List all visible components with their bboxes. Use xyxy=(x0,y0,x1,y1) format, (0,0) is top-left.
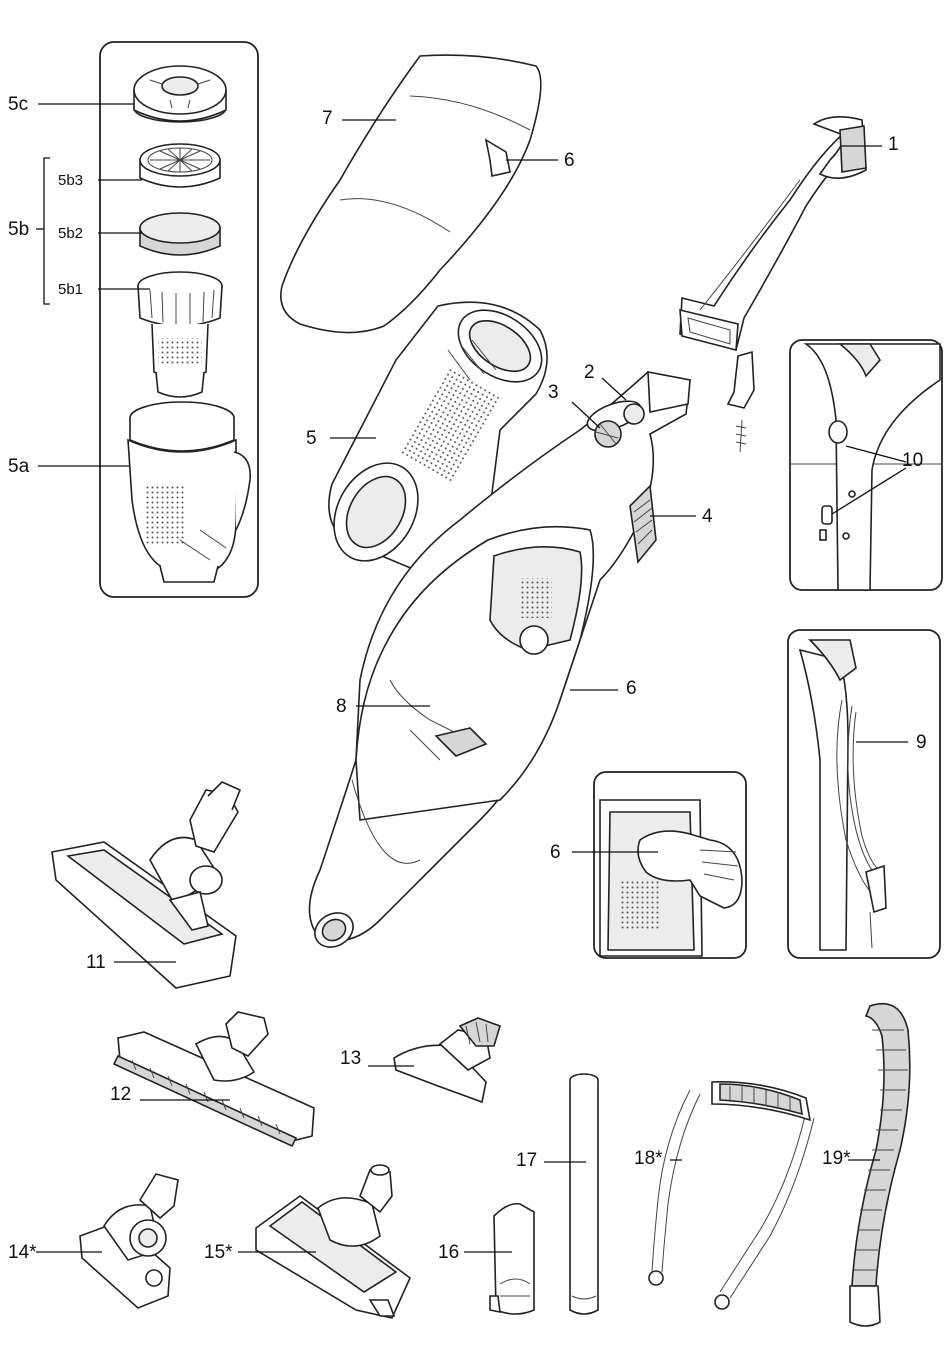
inset-10-screw-holes: 10 xyxy=(790,340,942,590)
part-16-crevice-tool: 16 xyxy=(438,1204,534,1314)
callout-17: 17 xyxy=(516,1150,537,1171)
callout-2: 2 xyxy=(584,362,595,383)
callout-4: 4 xyxy=(702,506,713,527)
part-5c-filter-cover xyxy=(134,66,226,122)
callout-9: 9 xyxy=(916,732,927,753)
part-5b1-cyclone-cage xyxy=(138,272,222,397)
handle-screw-and-clip xyxy=(728,352,754,452)
callout-14: 14* xyxy=(8,1242,37,1263)
part-18-shoulder-strap: 18* xyxy=(634,1082,814,1309)
inset-6-bin-release: 6 xyxy=(550,772,746,958)
part-11-floor-nozzle: 11 xyxy=(52,782,240,988)
part-14-turbo-brush: 14* xyxy=(8,1174,178,1308)
callout-3: 3 xyxy=(548,382,559,403)
callout-1: 1 xyxy=(888,134,899,155)
filter-assembly-panel: 5c 5b3 5b 5b2 5b1 5a xyxy=(8,42,258,597)
callout-5b3: 5b3 xyxy=(58,172,83,189)
callout-5c: 5c xyxy=(8,94,28,115)
callout-5: 5 xyxy=(306,428,317,449)
callout-5b2: 5b2 xyxy=(58,225,83,242)
part-15-turbo-floor-nozzle: 15* xyxy=(204,1165,410,1318)
part-12-brush-nozzle: 12 xyxy=(110,1012,314,1146)
callout-6-bin: 6 xyxy=(564,150,575,171)
callout-12: 12 xyxy=(110,1084,131,1105)
part-19-flexible-hose: 19* xyxy=(822,1004,910,1326)
callout-5a: 5a xyxy=(8,456,30,477)
callout-6-body: 6 xyxy=(626,678,637,699)
part-13-upholstery-nozzle: 13 xyxy=(340,1018,500,1102)
callout-15: 15* xyxy=(204,1242,233,1263)
inset-9-charger-cable: 9 xyxy=(788,630,940,958)
part-7-bin-cover: 7 6 xyxy=(281,55,575,332)
part-5b2-foam-filter xyxy=(140,213,220,255)
callout-5b1: 5b1 xyxy=(58,281,83,298)
callout-11: 11 xyxy=(86,952,106,973)
callout-16: 16 xyxy=(438,1242,459,1263)
callout-18: 18* xyxy=(634,1148,663,1169)
callout-8: 8 xyxy=(336,696,347,717)
callout-13: 13 xyxy=(340,1048,361,1069)
part-1-handle: 1 xyxy=(680,117,899,350)
callout-5b: 5b xyxy=(8,219,29,240)
callout-6-inset: 6 xyxy=(550,842,561,863)
bracket-5b xyxy=(44,158,50,304)
part-5b3-grille-filter xyxy=(140,144,220,187)
callout-19: 19* xyxy=(822,1148,851,1169)
callout-7: 7 xyxy=(322,108,333,129)
part-5a-dust-container xyxy=(128,402,250,582)
callout-10: 10 xyxy=(902,450,923,471)
